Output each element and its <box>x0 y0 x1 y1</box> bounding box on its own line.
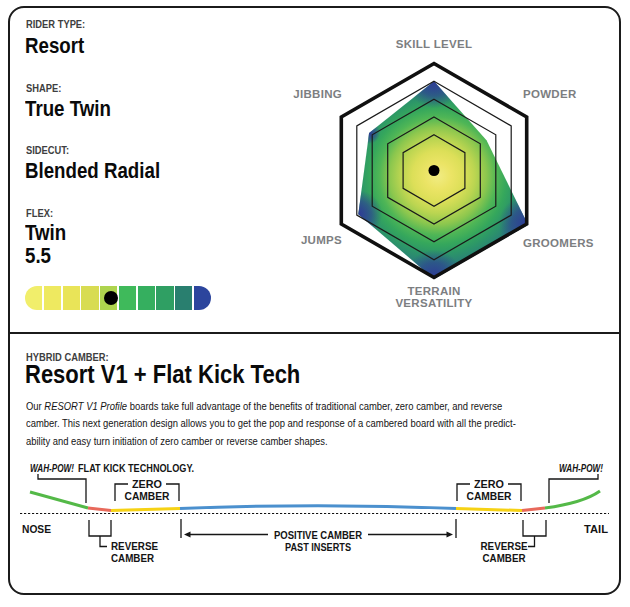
flex-label: FLEX: <box>26 207 53 219</box>
radar-axis-skill-level: SKILL LEVEL <box>334 38 534 50</box>
radar-center-dot <box>429 165 440 176</box>
shape-label: SHAPE: <box>26 82 61 94</box>
camber-reverse-left <box>88 508 111 511</box>
nose-label: NOSE <box>22 523 51 535</box>
arrowhead-right <box>447 532 454 538</box>
arrowhead-left <box>184 532 191 538</box>
sidecut-value: Blended Radial <box>25 159 160 182</box>
zero-right-line2: CAMBER <box>467 490 512 502</box>
sidecut-label: SIDECUT: <box>26 144 69 156</box>
flex-rating: 5.5 <box>25 244 51 267</box>
bracket-wahpow-right <box>549 474 598 503</box>
rider-type-label: RIDER TYPE: <box>26 18 85 30</box>
zero-left-line2: CAMBER <box>125 490 170 502</box>
reverse-right-line2: CAMBER <box>483 552 526 564</box>
radar-axis-jibbing: JIBBING <box>222 88 342 100</box>
camber-positive-center <box>180 506 456 509</box>
camber-desc-line1: Our RESORT V1 Profile boards take full a… <box>26 398 538 415</box>
camber-desc-line3: ability and easy turn initiation of zero… <box>26 433 538 450</box>
positive-camber-line2: PAST INSERTS <box>285 541 351 553</box>
reverse-left-line2: CAMBER <box>111 552 154 564</box>
camber-reverse-right <box>522 508 545 511</box>
rider-type-value: Resort <box>25 34 84 57</box>
camber-zero-left <box>111 509 180 511</box>
bracket-wahpow-left <box>38 474 86 503</box>
camber-desc-line2: camber. This next generation design allo… <box>26 415 538 432</box>
shape-value: True Twin <box>25 97 111 120</box>
zero-right-line1: ZERO <box>474 478 504 490</box>
radar-axis-powder: POWDER <box>523 88 577 100</box>
wahpow-right-label: WAH-POW! <box>559 462 603 474</box>
camber-zero-right <box>456 509 522 511</box>
bracket-reverse-left <box>89 520 111 547</box>
radar-chart <box>295 30 615 320</box>
radar-axis-terrain-versatility: TERRAIN VERSATILITY <box>374 285 494 309</box>
zero-left-line1: ZERO <box>132 478 162 490</box>
positive-camber-line1: POSITIVE CAMBER <box>274 529 362 541</box>
camber-profile-diagram: WAH-POW! FLAT KICK TECHNOLOGY. WAH-POW! … <box>0 455 630 607</box>
section-divider <box>9 332 621 335</box>
camber-title: Resort V1 + Flat Kick Tech <box>25 360 300 389</box>
reverse-left-line1: REVERSE <box>111 540 158 552</box>
wahpow-left-label: WAH-POW! <box>30 462 74 474</box>
radar-axis-groomers: GROOMERS <box>523 237 594 249</box>
flat-kick-label: FLAT KICK TECHNOLOGY. <box>78 462 194 474</box>
camber-description: Our RESORT V1 Profile boards take full a… <box>26 398 538 450</box>
camber-nose-kick <box>30 492 88 508</box>
reverse-right-line1: REVERSE <box>481 540 528 552</box>
radar-axis-jumps: JUMPS <box>222 234 342 246</box>
flex-value: Twin <box>25 221 66 244</box>
camber-tail-kick <box>545 491 600 508</box>
tail-label: TAIL <box>584 523 609 535</box>
